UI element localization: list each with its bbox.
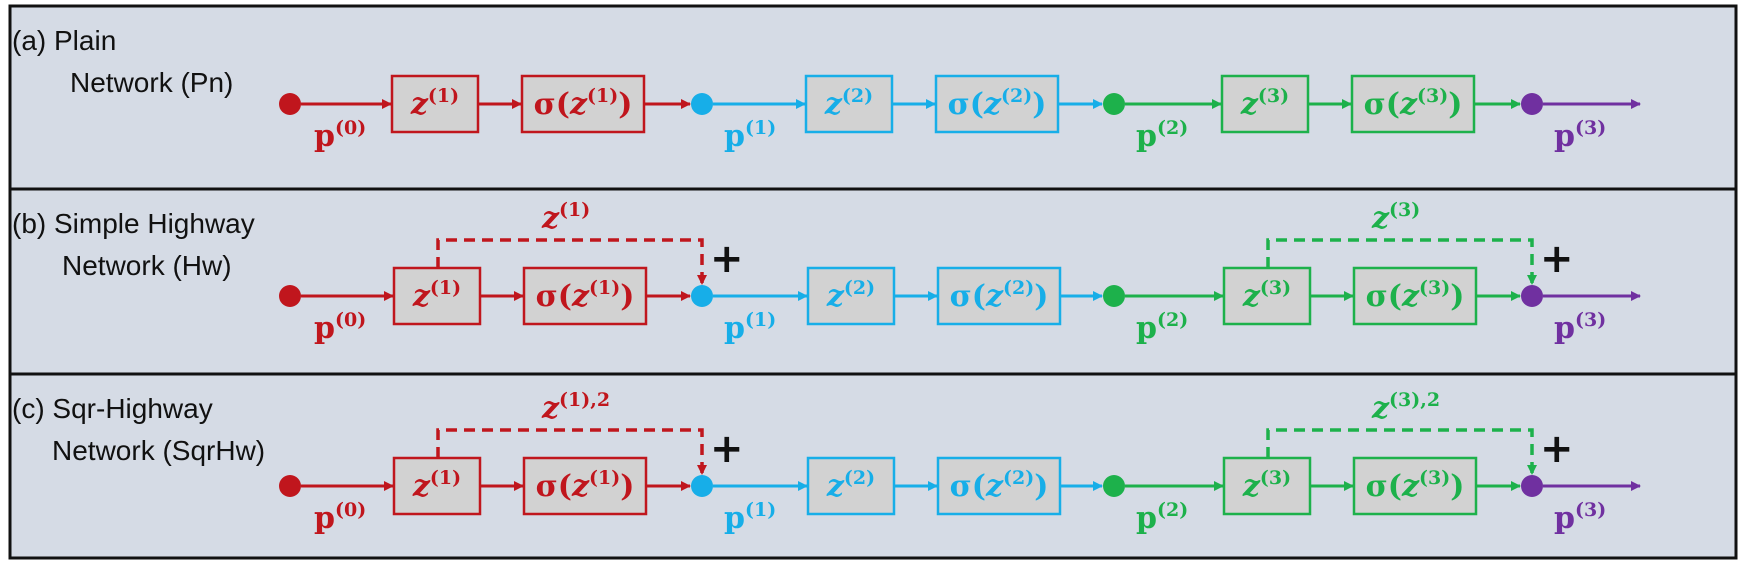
activation1-box	[522, 456, 648, 516]
activation2-label: σ(z(2))	[950, 277, 1049, 314]
z1-label: z(1)	[412, 467, 461, 504]
node-p2-label: p(2)	[1136, 499, 1188, 536]
node-p1	[691, 285, 713, 307]
panel-label-line-2: Network (SqrHw)	[52, 435, 265, 466]
activation3-box	[1352, 266, 1478, 326]
z3-label: z(3)	[1242, 467, 1291, 504]
activation2-box	[936, 456, 1062, 516]
skip-connection-1	[436, 428, 707, 475]
node-p3	[1521, 93, 1543, 115]
panel-label-line-1: (c) Sqr-Highway	[12, 393, 213, 424]
z1-label: z(1)	[410, 85, 459, 122]
node-p2	[1103, 475, 1125, 497]
node-p2	[1103, 93, 1125, 115]
node-p3-label: p(3)	[1554, 309, 1606, 346]
activation1-label: σ(z(1))	[534, 85, 633, 122]
sum-plus-icon: +	[710, 426, 744, 472]
panel-border	[8, 372, 1738, 560]
skip-connection-1-label: z(1),2	[541, 389, 610, 426]
activation1-box	[522, 266, 648, 326]
node-p2-label: p(2)	[1136, 309, 1188, 346]
sum-plus-icon: +	[1540, 426, 1574, 472]
skip-connection-2	[1266, 238, 1537, 285]
z2-box	[804, 74, 894, 134]
skip-connection-2	[1266, 428, 1537, 475]
z2-label: z(2)	[824, 85, 873, 122]
skip-connection-2-label: z(3)	[1371, 199, 1420, 236]
z2-label: z(2)	[826, 467, 875, 504]
sum-plus-icon: +	[1540, 236, 1574, 282]
node-p1-label: p(1)	[724, 309, 776, 346]
activation2-label: σ(z(2))	[950, 467, 1049, 504]
node-p1	[691, 475, 713, 497]
node-p0	[279, 93, 301, 115]
node-p0	[279, 285, 301, 307]
z3-box	[1222, 456, 1312, 516]
node-p3	[1521, 475, 1543, 497]
node-p0-label: p(0)	[314, 117, 366, 154]
activation3-label: σ(z(3))	[1366, 277, 1465, 314]
node-p1	[691, 93, 713, 115]
activation2-label: σ(z(2))	[948, 85, 1047, 122]
activation1-label: σ(z(1))	[536, 277, 635, 314]
skip-connection-1	[436, 238, 707, 285]
node-p0	[279, 475, 301, 497]
z2-label: z(2)	[826, 277, 875, 314]
z3-label: z(3)	[1240, 85, 1289, 122]
node-p0-label: p(0)	[314, 499, 366, 536]
node-p1-label: p(1)	[724, 499, 776, 536]
node-p2-label: p(2)	[1136, 117, 1188, 154]
panel-label-line-2: Network (Pn)	[70, 67, 233, 98]
panel-label-line-1: (b) Simple Highway	[12, 208, 255, 239]
z1-label: z(1)	[412, 277, 461, 314]
z1-box	[390, 74, 480, 134]
node-p3	[1521, 285, 1543, 307]
node-p0-label: p(0)	[314, 309, 366, 346]
node-p2	[1103, 285, 1125, 307]
skip-connection-2-label: z(3),2	[1371, 389, 1440, 426]
activation3-label: σ(z(3))	[1366, 467, 1465, 504]
node-p1-label: p(1)	[724, 117, 776, 154]
sum-plus-icon: +	[710, 236, 744, 282]
node-p3-label: p(3)	[1554, 117, 1606, 154]
skip-connection-1-label: z(1)	[541, 199, 590, 236]
panel-label-line-1: (a) Plain	[12, 25, 116, 56]
node-p3-label: p(3)	[1554, 499, 1606, 536]
activation1-label: σ(z(1))	[536, 467, 635, 504]
z3-label: z(3)	[1242, 277, 1291, 314]
panel-label-line-2: Network (Hw)	[62, 250, 232, 281]
activation3-label: σ(z(3))	[1364, 85, 1463, 122]
